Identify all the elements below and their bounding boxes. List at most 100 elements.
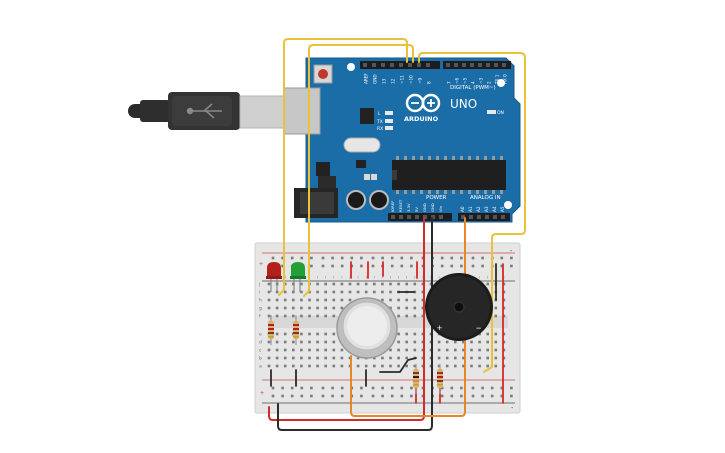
breadboard-hole[interactable]: [421, 340, 425, 344]
breadboard-hole[interactable]: [460, 386, 463, 390]
breadboard-hole[interactable]: [267, 298, 271, 302]
breadboard-hole[interactable]: [502, 356, 506, 360]
breadboard-hole[interactable]: [397, 332, 400, 336]
breadboard-hole[interactable]: [389, 298, 392, 302]
breadboard-hole[interactable]: [283, 298, 287, 302]
breadboard-hole[interactable]: [494, 314, 498, 318]
breadboard-hole[interactable]: [290, 256, 294, 260]
breadboard-hole[interactable]: [275, 356, 279, 360]
breadboard-hole[interactable]: [390, 264, 394, 268]
breadboard-hole[interactable]: [502, 298, 506, 302]
breadboard-hole[interactable]: [292, 290, 295, 294]
breadboard-hole[interactable]: [316, 290, 319, 294]
breadboard-hole[interactable]: [397, 314, 400, 318]
breadboard-hole[interactable]: [324, 314, 327, 318]
breadboard-hole[interactable]: [356, 290, 360, 294]
breadboard-hole[interactable]: [454, 356, 457, 360]
breadboard-hole[interactable]: [340, 256, 344, 260]
breadboard-hole[interactable]: [502, 348, 506, 352]
breadboard-hole[interactable]: [486, 356, 489, 360]
breadboard-hole[interactable]: [437, 340, 441, 344]
breadboard-hole[interactable]: [373, 356, 376, 360]
breadboard-hole[interactable]: [292, 348, 295, 352]
breadboard-hole[interactable]: [283, 290, 287, 294]
breadboard-hole[interactable]: [462, 364, 465, 368]
breadboard-hole[interactable]: [410, 394, 413, 398]
breadboard-hole[interactable]: [332, 332, 336, 336]
breadboard-hole[interactable]: [360, 264, 363, 268]
breadboard-hole[interactable]: [300, 356, 303, 360]
breadboard-hole[interactable]: [470, 356, 473, 360]
breadboard-hole[interactable]: [340, 394, 344, 398]
breadboard-hole[interactable]: [454, 340, 457, 344]
breadboard-hole[interactable]: [405, 298, 408, 302]
breadboard-hole[interactable]: [292, 364, 295, 368]
breadboard-hole[interactable]: [502, 290, 506, 294]
breadboard-hole[interactable]: [440, 256, 444, 260]
breadboard-hole[interactable]: [332, 306, 336, 310]
breadboard-hole[interactable]: [300, 256, 304, 260]
breadboard-hole[interactable]: [400, 264, 404, 268]
breadboard-hole[interactable]: [332, 314, 336, 318]
breadboard-hole[interactable]: [421, 332, 425, 336]
breadboard-hole[interactable]: [271, 256, 275, 260]
breadboard-hole[interactable]: [308, 314, 311, 318]
breadboard-hole[interactable]: [381, 298, 384, 302]
breadboard-hole[interactable]: [300, 282, 303, 286]
wire-orange-a0[interactable]: [350, 217, 466, 417]
breadboard-hole[interactable]: [292, 282, 295, 286]
breadboard-hole[interactable]: [462, 356, 465, 360]
breadboard-hole[interactable]: [478, 348, 481, 352]
gas-sensor-icon[interactable]: [336, 297, 398, 359]
breadboard-hole[interactable]: [283, 364, 287, 368]
breadboard-hole[interactable]: [481, 264, 484, 268]
breadboard-hole[interactable]: [502, 282, 506, 286]
breadboard-hole[interactable]: [324, 282, 327, 286]
breadboard-hole[interactable]: [300, 306, 303, 310]
breadboard-hole[interactable]: [364, 290, 368, 294]
breadboard-hole[interactable]: [267, 364, 271, 368]
breadboard-hole[interactable]: [331, 394, 334, 398]
breadboard-hole[interactable]: [413, 364, 417, 368]
breadboard-hole[interactable]: [413, 348, 417, 352]
breadboard-hole[interactable]: [390, 386, 394, 390]
breadboard-hole[interactable]: [292, 356, 295, 360]
breadboard-hole[interactable]: [400, 394, 404, 398]
breadboard-hole[interactable]: [481, 256, 484, 260]
breadboard-hole[interactable]: [486, 340, 489, 344]
breadboard-hole[interactable]: [340, 386, 344, 390]
breadboard-hole[interactable]: [324, 348, 327, 352]
breadboard-hole[interactable]: [321, 256, 325, 260]
breadboard-hole[interactable]: [413, 282, 417, 286]
breadboard-hole[interactable]: [478, 340, 481, 344]
breadboard-hole[interactable]: [281, 394, 284, 398]
breadboard-hole[interactable]: [350, 256, 354, 260]
resistor-icon[interactable]: [413, 364, 419, 394]
breadboard-hole[interactable]: [331, 264, 334, 268]
breadboard-hole[interactable]: [310, 256, 313, 260]
breadboard-hole[interactable]: [413, 306, 417, 310]
breadboard-hole[interactable]: [450, 394, 454, 398]
breadboard-hole[interactable]: [340, 306, 344, 310]
breadboard-hole[interactable]: [310, 394, 313, 398]
breadboard-hole[interactable]: [405, 332, 408, 336]
breadboard-hole[interactable]: [290, 394, 294, 398]
breadboard-hole[interactable]: [405, 282, 408, 286]
breadboard-hole[interactable]: [478, 356, 481, 360]
breadboard-hole[interactable]: [397, 306, 400, 310]
breadboard-hole[interactable]: [310, 264, 313, 268]
breadboard-hole[interactable]: [500, 386, 504, 390]
breadboard-hole[interactable]: [397, 348, 400, 352]
breadboard-hole[interactable]: [321, 394, 325, 398]
breadboard-hole[interactable]: [340, 282, 344, 286]
breadboard-hole[interactable]: [437, 348, 441, 352]
breadboard-hole[interactable]: [421, 282, 425, 286]
breadboard-hole[interactable]: [445, 364, 449, 368]
reset-button-icon[interactable]: [313, 64, 333, 84]
breadboard-hole[interactable]: [360, 256, 363, 260]
breadboard-hole[interactable]: [405, 356, 408, 360]
breadboard-hole[interactable]: [331, 256, 334, 260]
breadboard-hole[interactable]: [494, 348, 498, 352]
breadboard-hole[interactable]: [283, 314, 287, 318]
